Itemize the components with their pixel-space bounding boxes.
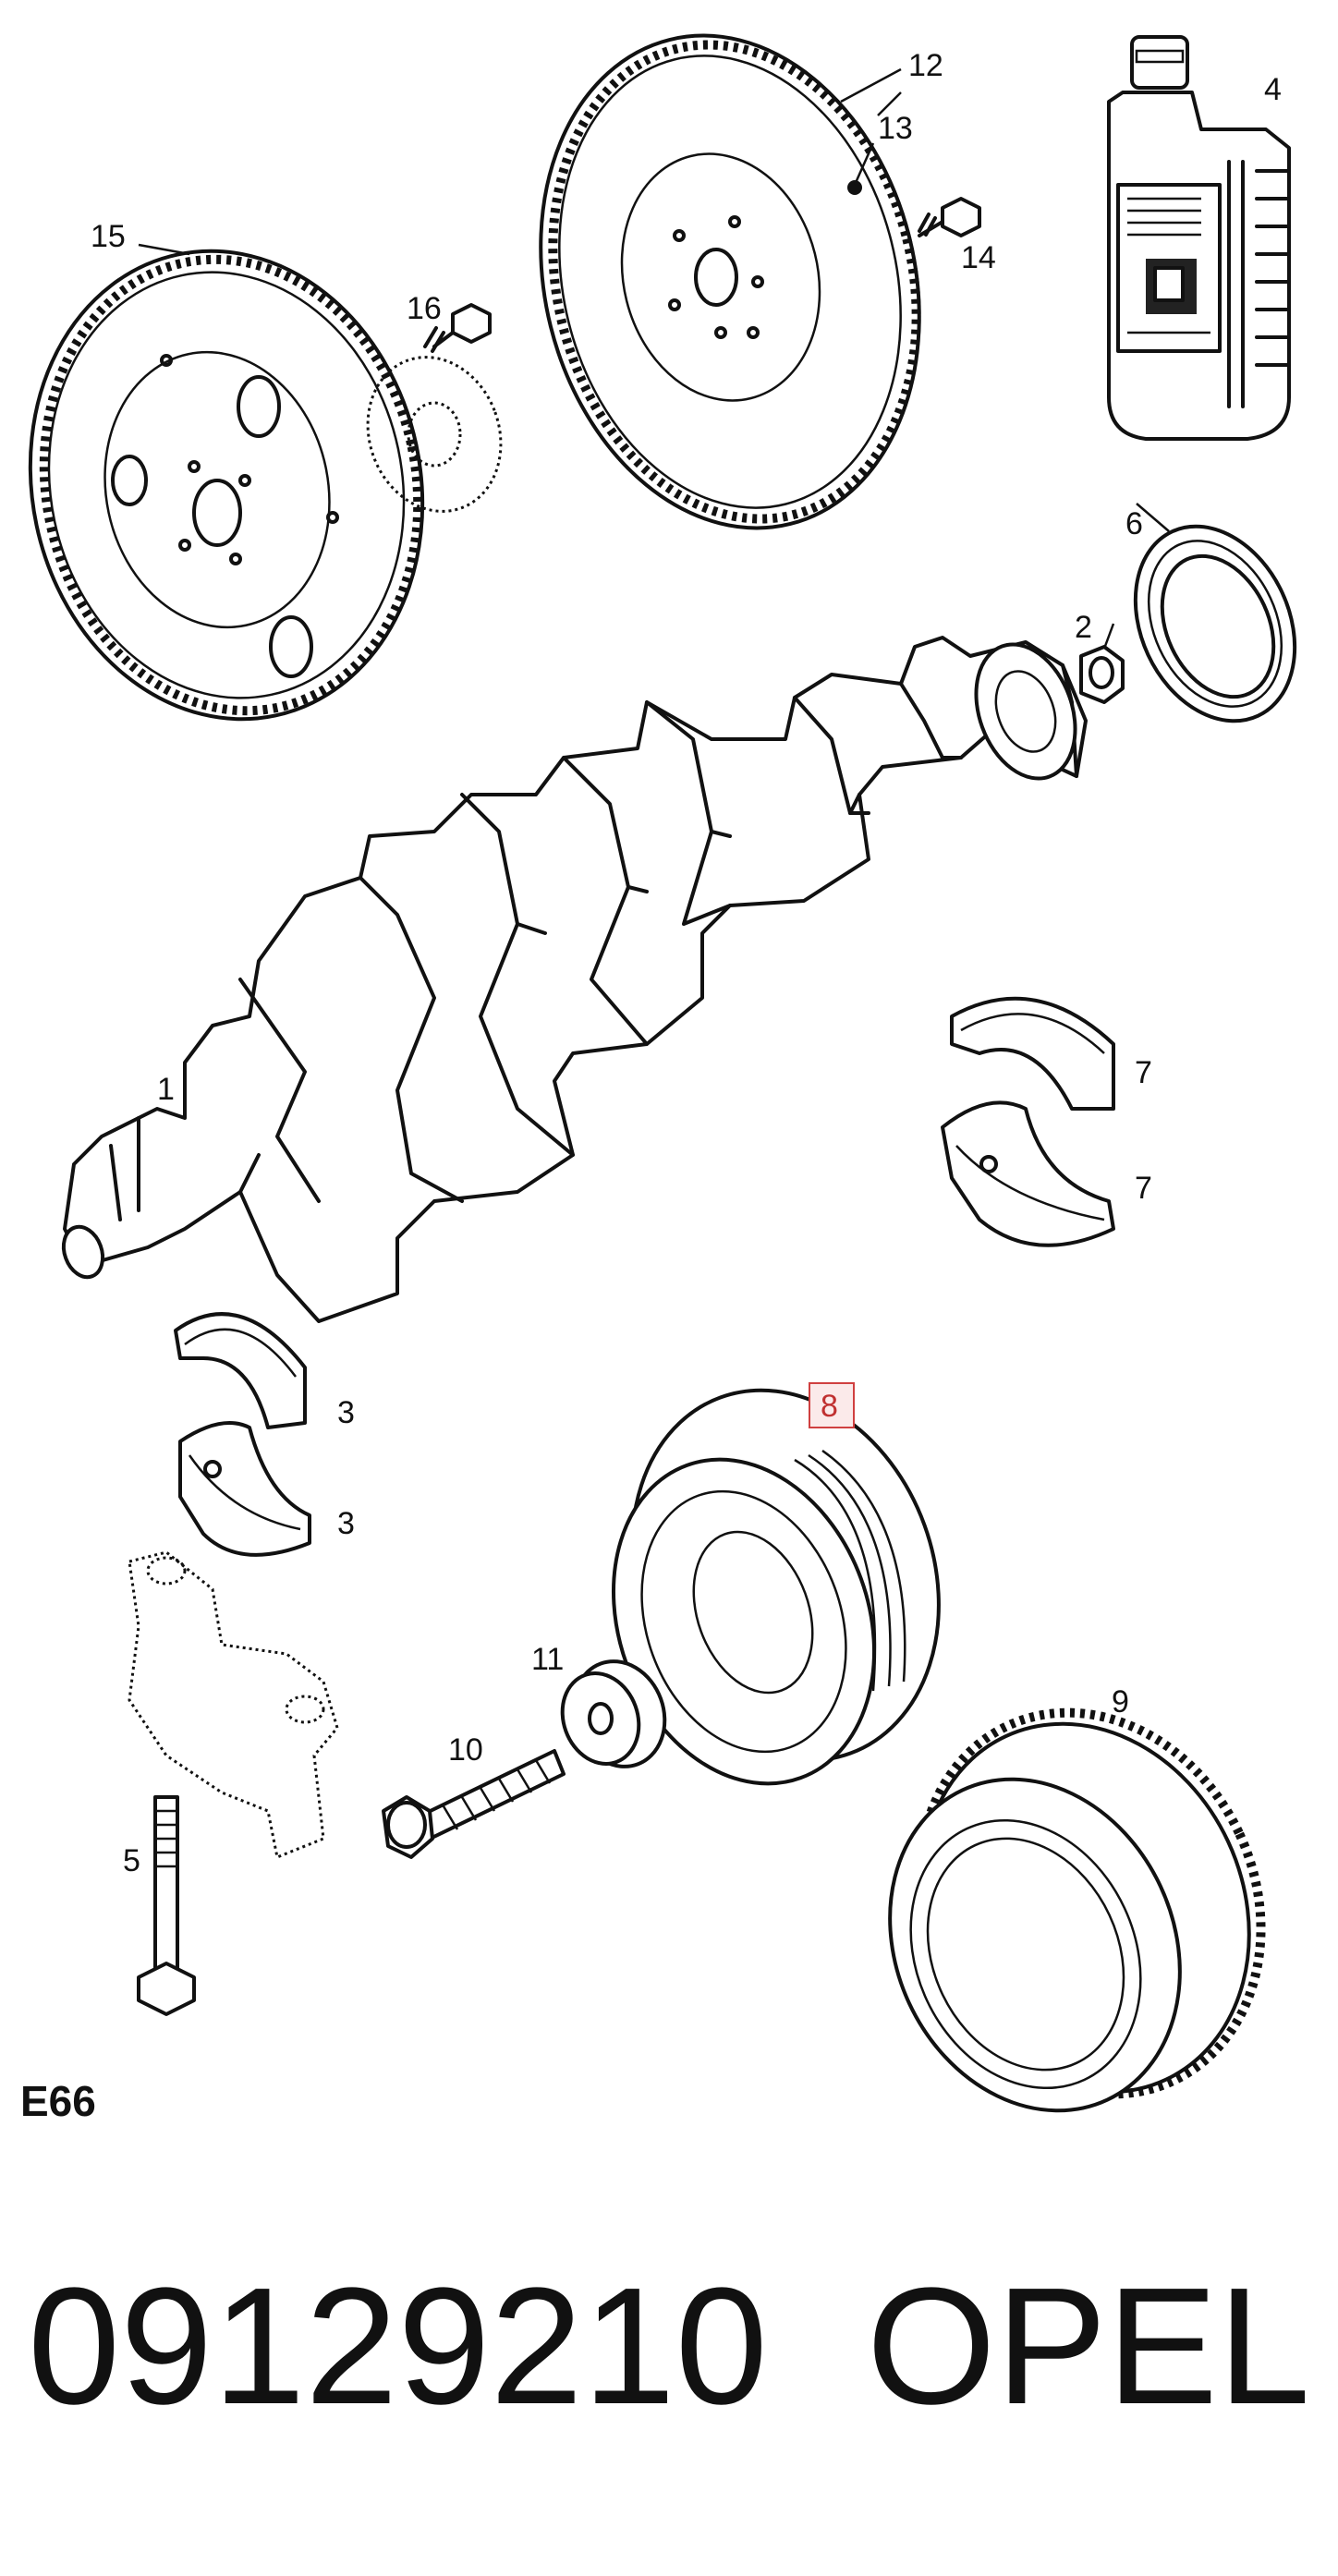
cap-bolt-part-5 — [137, 1795, 196, 2016]
part-number: 09129210 — [28, 2254, 768, 2439]
part-footer: 09129210 OPEL — [28, 2254, 1310, 2439]
washer-part-11 — [560, 1659, 667, 1768]
callout-16: 16 — [407, 291, 442, 326]
bearing-cap-dotted — [128, 1550, 339, 1860]
spacer-plate-dotted — [366, 356, 503, 513]
callout-7a: 7 — [1135, 1055, 1152, 1090]
crankshaft-part-1 — [61, 636, 1088, 1323]
callout-8: 8 — [821, 1389, 838, 1424]
drawing-code: E66 — [20, 2077, 96, 2125]
pulley-toothed-part-9 — [888, 1707, 1266, 2113]
seal-ring-part-6 — [1133, 524, 1297, 723]
flywheel-part-12 — [539, 33, 921, 530]
bearing-shell-lower-part-3 — [178, 1421, 311, 1557]
flywheel-large-part-15 — [28, 249, 425, 722]
callout-3a: 3 — [337, 1395, 355, 1430]
callout-1: 1 — [157, 1072, 175, 1107]
callout-14: 14 — [961, 240, 996, 275]
bushing-part-2 — [1079, 645, 1125, 704]
callout-12: 12 — [908, 48, 943, 83]
callout-3b: 3 — [337, 1506, 355, 1541]
leader-lines — [138, 67, 1170, 650]
callout-4: 4 — [1264, 72, 1282, 107]
flywheel-bolt-part-16 — [423, 303, 492, 353]
bearing-shell-lower-part-7 — [941, 1100, 1115, 1247]
callout-9: 9 — [1112, 1684, 1129, 1719]
bearing-shell-upper-part-3 — [174, 1312, 307, 1429]
callout-7b: 7 — [1135, 1171, 1152, 1206]
callout-6: 6 — [1125, 506, 1143, 541]
brand-name: OPEL — [866, 2254, 1310, 2439]
callouts: 1 2 3 3 4 5 6 7 7 8 9 10 11 12 13 14 15 … — [20, 48, 1282, 2125]
callout-11: 11 — [531, 1642, 564, 1677]
callout-10: 10 — [448, 1732, 483, 1768]
flywheel-bolt-part-14 — [918, 197, 981, 237]
callout-15: 15 — [91, 219, 126, 254]
oil-bottle-part-4 — [1107, 35, 1291, 441]
callout-8-highlight — [809, 1382, 855, 1428]
pulley-bolt-part-10 — [382, 1749, 566, 1859]
callout-2: 2 — [1075, 610, 1092, 645]
callout-5: 5 — [123, 1843, 140, 1878]
bearing-shell-upper-part-7 — [950, 996, 1115, 1111]
callout-13: 13 — [878, 111, 913, 146]
